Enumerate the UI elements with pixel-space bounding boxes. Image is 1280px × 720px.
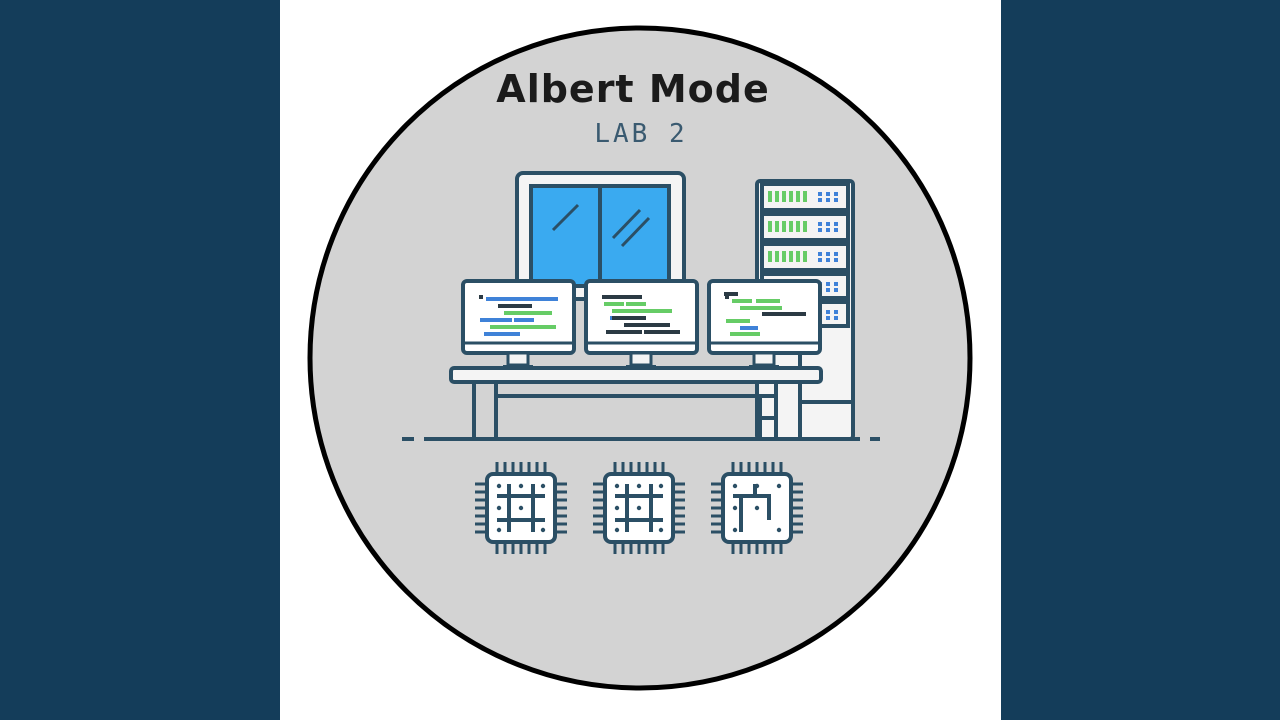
- code-line: [486, 297, 558, 301]
- code-line: [740, 326, 758, 330]
- led-bar: [768, 221, 772, 232]
- led-dot: [818, 228, 822, 232]
- led-bar: [775, 221, 779, 232]
- led-dot: [834, 222, 838, 226]
- led-bar: [775, 251, 779, 262]
- cpu-chip-icon: [711, 462, 803, 554]
- cpu-chip-icon: [475, 462, 567, 554]
- led-bar: [796, 191, 800, 202]
- led-dot: [818, 252, 822, 256]
- led-bar: [789, 221, 793, 232]
- led-dot: [818, 258, 822, 262]
- window-icon: [515, 171, 686, 301]
- led-bar: [768, 191, 772, 202]
- led-dot: [818, 222, 822, 226]
- code-line: [740, 306, 782, 310]
- led-bar: [782, 191, 786, 202]
- led-dot: [834, 198, 838, 202]
- led-bar: [796, 221, 800, 232]
- led-dot: [826, 258, 830, 262]
- led-dot: [834, 316, 838, 320]
- code-line: [606, 330, 642, 334]
- monitors: [461, 279, 822, 369]
- monitor-icon: [707, 279, 822, 369]
- logo-title: Albert Mode: [496, 67, 769, 111]
- led-dot: [818, 198, 822, 202]
- code-line: [626, 302, 646, 306]
- led-dot: [826, 252, 830, 256]
- cpu-chip-icon: [593, 462, 685, 554]
- led-dot: [826, 222, 830, 226]
- led-dot: [834, 282, 838, 286]
- led-bar: [796, 251, 800, 262]
- code-line: [612, 309, 672, 313]
- led-dot: [834, 192, 838, 196]
- code-line: [624, 323, 670, 327]
- led-bar: [768, 251, 772, 262]
- code-line: [644, 330, 680, 334]
- led-dot: [834, 310, 838, 314]
- code-line: [726, 319, 750, 323]
- led-dot: [826, 228, 830, 232]
- monitor-icon: [461, 279, 576, 369]
- desk-icon: [449, 366, 823, 439]
- code-line: [612, 316, 646, 320]
- led-dot: [834, 288, 838, 292]
- led-dot: [834, 258, 838, 262]
- led-dot: [826, 310, 830, 314]
- led-bar: [803, 221, 807, 232]
- led-dot: [826, 282, 830, 286]
- chips: [475, 462, 803, 554]
- code-line: [490, 325, 556, 329]
- led-dot: [834, 252, 838, 256]
- led-bar: [803, 251, 807, 262]
- code-line: [732, 299, 752, 303]
- led-dot: [826, 316, 830, 320]
- code-line: [480, 318, 512, 322]
- led-dot: [834, 228, 838, 232]
- led-bar: [775, 191, 779, 202]
- code-line: [602, 295, 642, 299]
- monitor-icon: [584, 279, 699, 369]
- led-bar: [782, 221, 786, 232]
- led-bar: [789, 191, 793, 202]
- led-dot: [826, 198, 830, 202]
- led-bar: [803, 191, 807, 202]
- led-dot: [826, 192, 830, 196]
- rack-leds: [768, 191, 838, 320]
- code-line: [498, 304, 532, 308]
- code-line: [514, 318, 534, 322]
- code-line: [730, 332, 760, 336]
- led-bar: [782, 251, 786, 262]
- code-line: [484, 332, 520, 336]
- led-dot: [818, 192, 822, 196]
- led-dot: [826, 288, 830, 292]
- code-line: [724, 292, 738, 296]
- code-line: [504, 311, 552, 315]
- code-line: [756, 299, 780, 303]
- led-bar: [789, 251, 793, 262]
- code-line: [762, 312, 806, 316]
- code-line: [604, 302, 624, 306]
- logo-subtitle: LAB 2: [594, 119, 687, 149]
